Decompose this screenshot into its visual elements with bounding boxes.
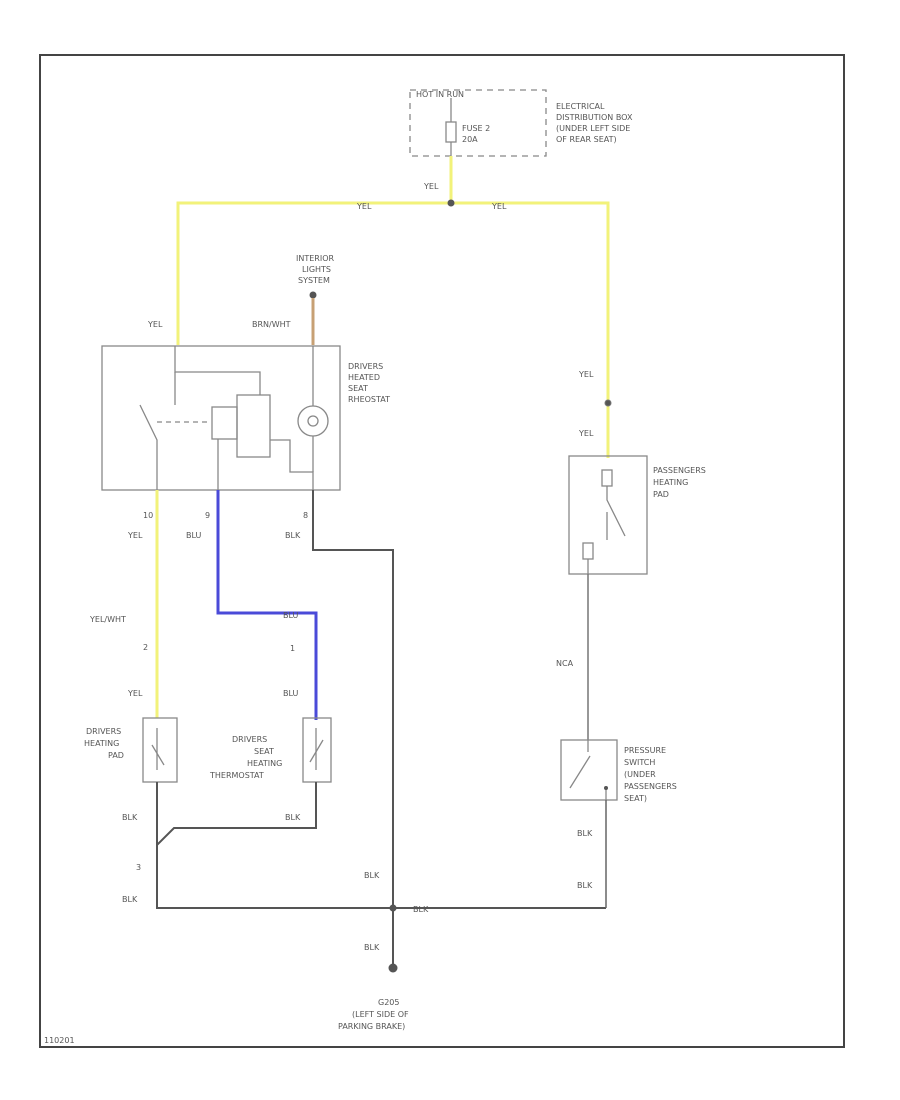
drivers-pad-label-3: PAD xyxy=(108,751,124,760)
splice-node-ground xyxy=(389,904,397,912)
pass-connector-mark xyxy=(604,399,612,407)
wire-label-blk-center: BLK xyxy=(364,871,380,880)
rheostat-label-4: RHEOSTAT xyxy=(348,395,390,404)
pressure-label-5: SEAT) xyxy=(624,794,647,803)
wire-label-blk-right-1: BLK xyxy=(577,829,593,838)
yel-feed-wires: YEL YEL YEL YEL YEL YEL xyxy=(147,156,612,458)
pin-label-10: 10 xyxy=(143,511,153,520)
drivers-heating-pad: DRIVERS HEATING PAD xyxy=(84,717,178,783)
rheostat-output-wires: YEL BLU BLK YEL/WHT 2 YEL BLU 1 BLU xyxy=(89,490,394,968)
wire-label-blu-out: BLU xyxy=(186,531,202,540)
fuse-label-1: FUSE 2 xyxy=(462,124,490,133)
interior-label-2: LIGHTS xyxy=(302,265,331,274)
wire-label-blk-splice: BLK xyxy=(413,905,429,914)
wire-label-brnwht: BRN/WHT xyxy=(252,320,291,329)
wire-label-blk-left: BLK xyxy=(122,895,138,904)
ground-label-2: (LEFT SIDE OF xyxy=(352,1010,409,1019)
diagram-frame xyxy=(39,54,845,1048)
wire-label-blu-conn: BLU xyxy=(283,611,299,620)
pressure-label-4: PASSENGERS xyxy=(624,782,677,791)
wire-label-blu-thermo: BLU xyxy=(283,689,299,698)
ground-label-1: G205 xyxy=(378,998,399,1007)
wire-label-blk-right-2: BLK xyxy=(577,881,593,890)
splice-node-top xyxy=(447,199,455,207)
wire-label-yel-rheo: YEL xyxy=(147,320,163,329)
figure-id: 110201 xyxy=(44,1036,75,1045)
pin-label-3: 3 xyxy=(136,863,141,872)
elec-box-label-2: DISTRIBUTION BOX xyxy=(556,113,633,122)
pin-label-9: 9 xyxy=(205,511,210,520)
passengers-heating-pad: PASSENGERS HEATING PAD xyxy=(568,455,706,575)
pressure-switch-wire: NCA xyxy=(556,574,589,740)
rheostat-label-1: DRIVERS xyxy=(348,362,383,371)
rheostat-label-2: HEATED xyxy=(348,373,380,382)
wire-label-yel-fuse: YEL xyxy=(423,182,439,191)
pressure-switch-contact xyxy=(604,786,608,790)
pin-label-1: 1 xyxy=(290,644,295,653)
pass-pad-label-1: PASSENGERS xyxy=(653,466,706,475)
ground-g205: G205 (LEFT SIDE OF PARKING BRAKE) xyxy=(338,963,409,1031)
pass-pad-label-2: HEATING xyxy=(653,478,688,487)
lower-left-ground-wires: BLK BLK 3 BLK BLK BLK BLK BLK BLK xyxy=(122,782,606,952)
wire-label-yel-out: YEL xyxy=(127,531,143,540)
wire-label-yel-pass-1: YEL xyxy=(578,370,594,379)
pass-pad-label-3: PAD xyxy=(653,490,669,499)
pressure-label-1: PRESSURE xyxy=(624,746,666,755)
wire-label-blk-pad: BLK xyxy=(122,813,138,822)
wire-label-yel-left: YEL xyxy=(356,202,372,211)
pin-label-2: 2 xyxy=(143,643,148,652)
interior-lights-feed: INTERIOR LIGHTS SYSTEM BRN/WHT xyxy=(252,254,335,345)
wire-label-yel-pad: YEL xyxy=(127,689,143,698)
thermostat-label-2: SEAT xyxy=(254,747,274,756)
rheostat-label-3: SEAT xyxy=(348,384,368,393)
wire-label-yel-pass-2: YEL xyxy=(578,429,594,438)
ground-label-3: PARKING BRAKE) xyxy=(338,1022,405,1031)
interior-label-1: INTERIOR xyxy=(296,254,335,263)
wire-label-blk-ground: BLK xyxy=(364,943,380,952)
drivers-pad-label-1: DRIVERS xyxy=(86,727,121,736)
drivers-rheostat: DRIVERS HEATED SEAT RHEOSTAT 10 9 8 xyxy=(101,345,390,520)
interior-arrow-node xyxy=(309,291,317,299)
hot-in-run-label: HOT IN RUN xyxy=(416,90,464,99)
thermostat-label-4: THERMOSTAT xyxy=(209,771,264,780)
pin-label-8: 8 xyxy=(303,511,308,520)
fuse-label-2: 20A xyxy=(462,135,478,144)
thermostat-label-3: HEATING xyxy=(247,759,282,768)
interior-label-3: SYSTEM xyxy=(298,276,330,285)
wire-label-blk-out: BLK xyxy=(285,531,301,540)
pressure-label-3: (UNDER xyxy=(624,770,656,779)
drivers-pad-label-2: HEATING xyxy=(84,739,119,748)
elec-box-label-4: OF REAR SEAT) xyxy=(556,135,617,144)
wire-label-nca: NCA xyxy=(556,659,574,668)
thermostat-label-1: DRIVERS xyxy=(232,735,267,744)
elec-box-label-1: ELECTRICAL xyxy=(556,102,605,111)
wire-label-yelwht: YEL/WHT xyxy=(89,615,126,624)
pressure-label-2: SWITCH xyxy=(624,758,655,767)
wire-label-yel-right: YEL xyxy=(491,202,507,211)
elec-box-label-3: (UNDER LEFT SIDE xyxy=(556,124,630,133)
wire-label-blk-thermo: BLK xyxy=(285,813,301,822)
pressure-switch: PRESSURE SWITCH (UNDER PASSENGERS SEAT) xyxy=(560,739,677,908)
ground-node xyxy=(388,963,398,973)
electrical-distribution-box: HOT IN RUN FUSE 2 20A ELECTRICAL DISTRIB… xyxy=(409,89,633,157)
drivers-thermostat: DRIVERS SEAT HEATING THERMOSTAT xyxy=(209,717,332,783)
